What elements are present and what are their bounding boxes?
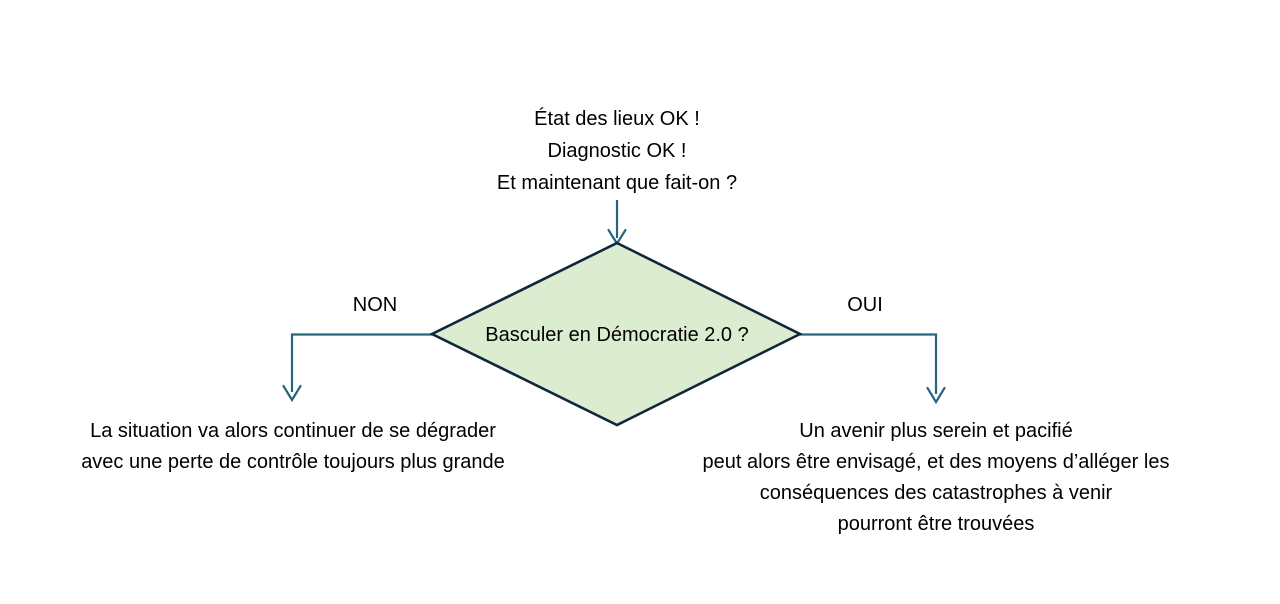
top-prompt-text: État des lieux OK ! Diagnostic OK ! Et m… bbox=[496, 108, 738, 194]
connector-decision-to-no-line bbox=[290, 333, 432, 392]
arrowhead-down-icon bbox=[607, 228, 627, 246]
arrowhead-down-icon bbox=[282, 384, 302, 403]
outcome-text-yes: Un avenir plus serein et pacifié peut al… bbox=[702, 420, 1170, 535]
branch-label-non: NON bbox=[352, 294, 398, 316]
outcome-text-no: La situation va alors continuer de se dé… bbox=[81, 420, 505, 473]
connector-prompt-to-decision bbox=[607, 200, 627, 246]
connector-decision-to-no bbox=[282, 333, 432, 403]
connector-decision-to-yes-line bbox=[800, 333, 938, 394]
connector-decision-to-yes bbox=[800, 333, 946, 405]
decision-label: Basculer en Démocratie 2.0 ? bbox=[485, 324, 749, 346]
branch-label-oui: OUI bbox=[847, 294, 883, 316]
arrowhead-down-icon bbox=[926, 386, 946, 405]
